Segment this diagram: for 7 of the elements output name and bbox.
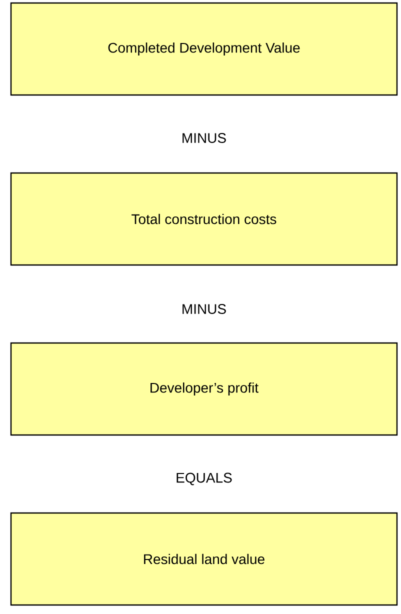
text-box: Developer’s profit [10, 342, 398, 436]
text-box: Total construction costs [10, 172, 398, 266]
text-box: Residual land value [10, 512, 398, 606]
operator-label: EQUALS [176, 472, 232, 486]
text-box: Completed Development Value [10, 2, 398, 96]
operator-label: MINUS [182, 304, 226, 314]
operator-label: MINUS [182, 133, 226, 143]
